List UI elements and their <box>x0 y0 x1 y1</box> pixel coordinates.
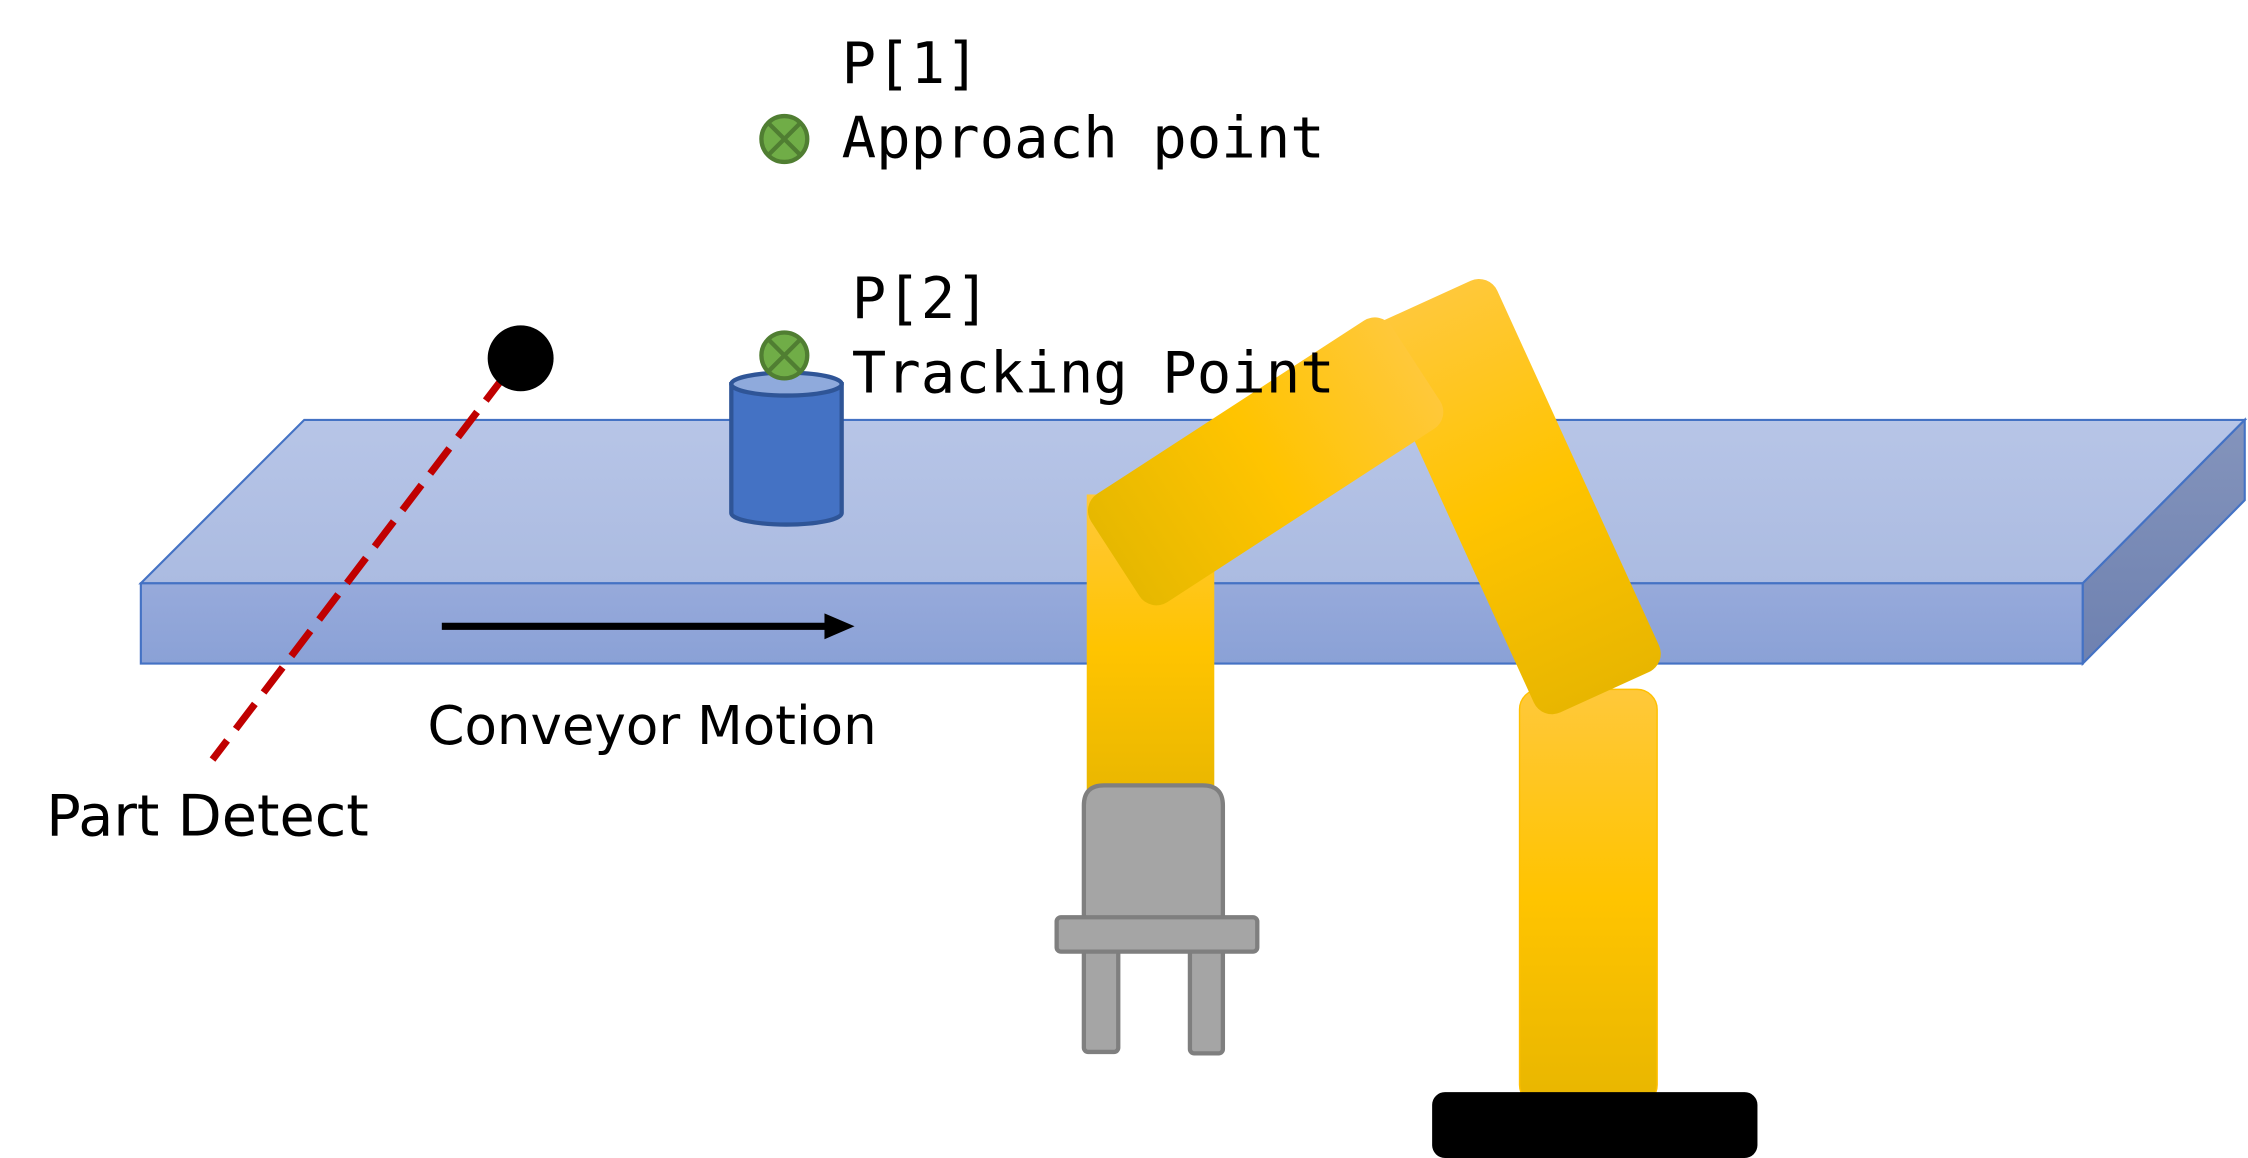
conveyor-motion-label: Conveyor Motion <box>427 695 876 757</box>
robot-base <box>1432 1092 1758 1158</box>
p1-name-label: Approach point <box>842 105 1325 172</box>
gripper <box>1054 783 1260 1056</box>
tracking-point-marker-icon <box>759 330 810 381</box>
p2-id-label: P[2] <box>852 265 990 332</box>
part-cylinder <box>729 370 844 527</box>
p2-name-label: Tracking Point <box>852 340 1335 407</box>
p1-id-label: P[1] <box>842 30 980 97</box>
robot-arm <box>1086 278 1758 1158</box>
conveyor-side <box>2081 417 2246 667</box>
robot-lower-arm <box>1518 688 1658 1106</box>
part-detect-label: Part Detect <box>46 783 368 850</box>
conveyor-motion-arrow-icon <box>441 613 855 640</box>
robot-forearm <box>1087 317 1444 606</box>
part-detect-sensor-icon <box>487 325 554 392</box>
robot-upper-arm <box>1370 278 1661 715</box>
approach-point-marker-icon <box>759 113 810 165</box>
part-detect-beam <box>209 373 508 762</box>
